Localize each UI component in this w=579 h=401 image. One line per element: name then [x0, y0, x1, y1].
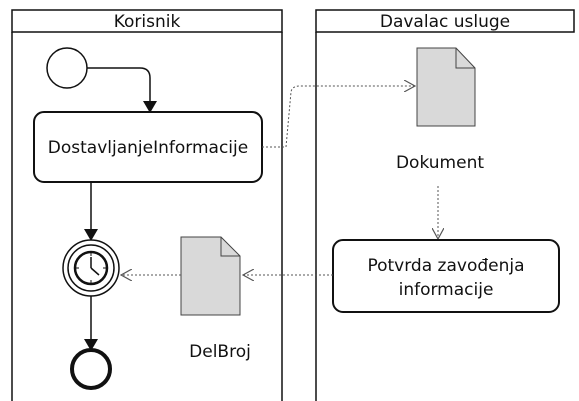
clock-icon	[73, 250, 109, 286]
document-fold	[455, 48, 475, 69]
task-label: DostavljanjeInformacije	[48, 138, 248, 158]
task-label-line2: informacije	[399, 280, 494, 300]
association-task-to-dokument	[262, 86, 415, 148]
data-object-dokument[interactable]: Dokument	[396, 47, 484, 173]
dokument-label: Dokument	[396, 153, 484, 173]
sequence-flow-start-to-task	[87, 67, 157, 113]
lane-header-korisnik	[11, 9, 283, 33]
task-label-line1: Potvrda zavođenja	[367, 256, 524, 276]
lane-korisnik: Korisnik	[11, 9, 283, 401]
document-fold	[220, 237, 240, 257]
document-icon	[180, 236, 241, 316]
lane-header-davalac	[315, 9, 575, 33]
document-icon	[416, 47, 476, 127]
lane-title-davalac-usluge: Davalac usluge	[380, 12, 510, 32]
end-event[interactable]	[70, 348, 112, 390]
task-box[interactable]	[332, 239, 560, 313]
timer-event[interactable]	[62, 239, 120, 297]
data-object-delbroj[interactable]: DelBroj	[180, 236, 251, 362]
task-dostavljanje-informacije[interactable]: DostavljanjeInformacije	[33, 111, 263, 183]
delbroj-label: DelBroj	[189, 342, 251, 362]
lane-davalac-usluge: Davalac usluge	[315, 9, 575, 401]
task-potvrda-zavodjenja[interactable]: Potvrda zavođenja informacije	[332, 239, 560, 313]
start-event[interactable]	[46, 47, 88, 89]
lane-title-korisnik: Korisnik	[114, 12, 181, 32]
